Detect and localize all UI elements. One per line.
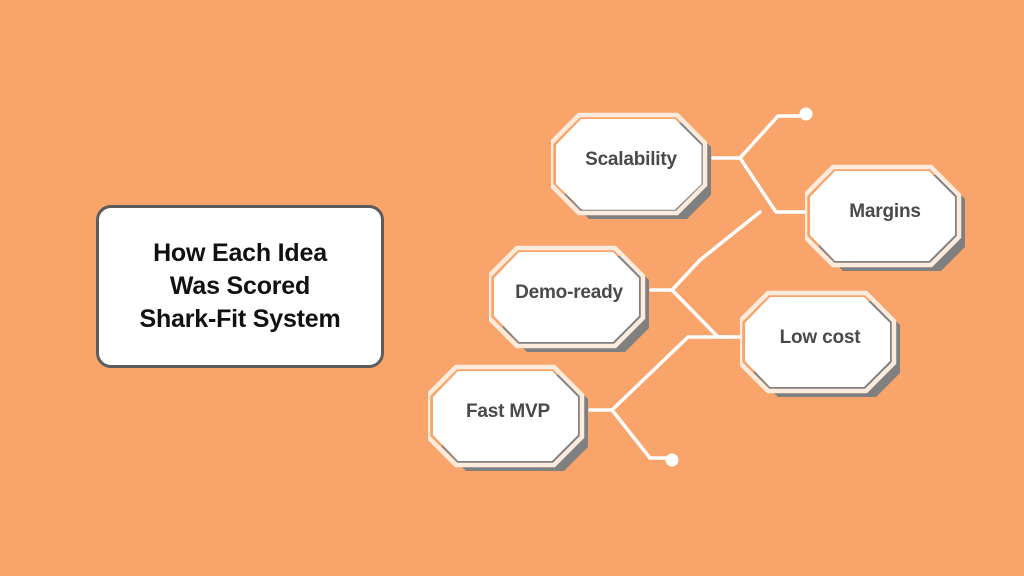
- node-shape-margins: [805, 164, 965, 271]
- endpoint-dot-bottom: [665, 453, 679, 467]
- endpoint-dot-top: [799, 107, 813, 121]
- node-low-cost[interactable]: Low cost: [740, 288, 914, 401]
- node-margins[interactable]: Margins: [805, 162, 979, 275]
- node-shape-scalability: [551, 112, 711, 219]
- node-label-scalability: Scalability: [585, 149, 677, 170]
- node-label-demo-ready: Demo-ready: [515, 282, 623, 303]
- node-label-low-cost: Low cost: [779, 327, 861, 348]
- node-shape-demo-ready: [489, 245, 649, 352]
- page-title: How Each Idea Was Scored Shark-Fit Syste…: [139, 238, 341, 334]
- node-scalability[interactable]: Scalability: [551, 110, 725, 223]
- node-demo-ready[interactable]: Demo-ready: [489, 243, 663, 356]
- node-label-margins: Margins: [849, 201, 921, 222]
- node-shape-low-cost: [740, 290, 900, 397]
- node-shape-fast-mvp: [428, 364, 588, 471]
- node-label-fast-mvp: Fast MVP: [466, 401, 550, 422]
- connector-endpoint-dots: [665, 107, 813, 467]
- title-card: How Each Idea Was Scored Shark-Fit Syste…: [96, 205, 384, 368]
- node-fast-mvp[interactable]: Fast MVP: [428, 362, 602, 475]
